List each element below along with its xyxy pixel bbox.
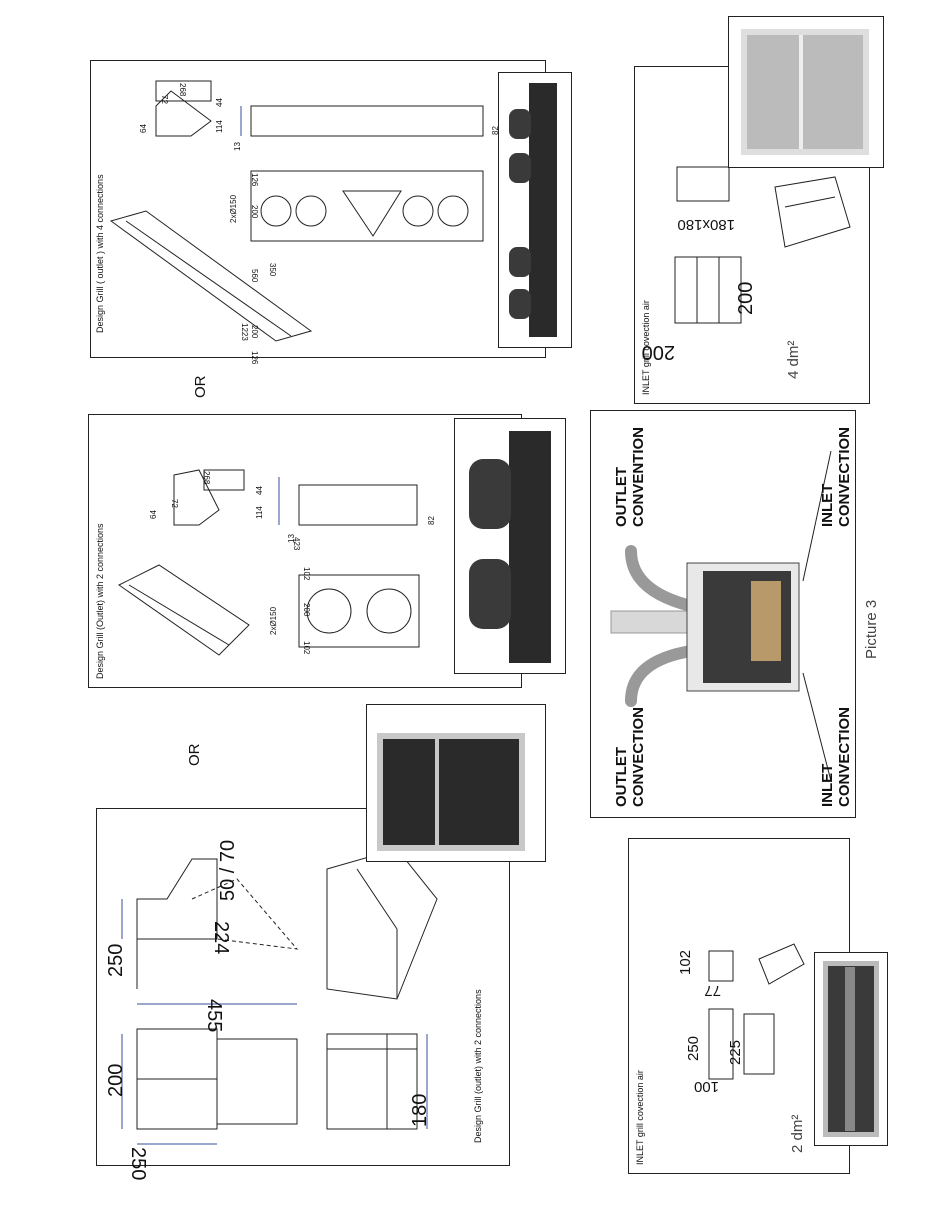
panel-design-grill-2-connections-large: 200 250 224 455 250 50 / 70 180 Design G…: [96, 808, 510, 1180]
caption: Design Grill (outlet) with 2 connections: [473, 989, 483, 1143]
picture-title: Picture 3: [863, 599, 880, 659]
caption: Design Grill (Outlet) with 2 connections: [95, 523, 105, 679]
dim-1223: 1223: [240, 323, 249, 341]
dim-200: 200: [302, 603, 311, 617]
dim-82: 82: [427, 516, 436, 525]
panel-inlet-grill-2dm2: 100 250 225 77 102 2 dm² INLET grill cov…: [628, 838, 850, 1174]
area-2dm2: 2 dm²: [789, 1114, 806, 1153]
dim-268: 268: [202, 471, 211, 485]
dim-50-70: 50 / 70: [217, 839, 239, 901]
or-separator-1: OR: [186, 743, 203, 767]
dim-560: 560: [250, 269, 259, 283]
caption: Design Grill ( outlet ) with 4 connectio…: [95, 174, 105, 333]
photo-inlet-grill-2dm2: [814, 952, 888, 1146]
dim-72: 72: [170, 499, 179, 508]
dim-200: 200: [105, 1063, 127, 1097]
dim-200-right: 200: [250, 325, 259, 339]
dim-44: 44: [255, 486, 264, 495]
technical-drawing-grill-2-connections-small: [118, 469, 420, 656]
caption: INLET grill covection air: [635, 1070, 645, 1165]
dim-102-right: 102: [302, 641, 311, 655]
dim-114: 114: [215, 120, 224, 133]
dim-225: 225: [727, 1039, 744, 1065]
dim-200-left: 200: [250, 205, 259, 219]
panel-design-grill-2-connections: 64 72 268 44 114 13 82 423 2xØ150 102 20…: [88, 414, 522, 688]
dim-64: 64: [149, 510, 158, 519]
dim-250-top: 250: [105, 943, 127, 977]
dim-102-left: 102: [302, 567, 311, 581]
dim-64: 64: [139, 124, 148, 133]
photo-face-grill: [366, 704, 546, 862]
dim-13: 13: [233, 142, 242, 151]
photo-inlet-grill-4dm2: [728, 16, 884, 168]
convection-diagram: [610, 450, 832, 782]
technical-drawing-grill-4-connections: [109, 80, 484, 342]
photo-grill-4-connections: [498, 72, 572, 348]
dim-180: 180: [409, 1093, 431, 1127]
dim-72: 72: [160, 95, 169, 104]
caption: INLET grill covection air: [641, 300, 651, 395]
panel-design-grill-4-connections: 64 72 268 44 114 13 82 1223 2xØ150 126 2…: [90, 60, 546, 364]
area-4dm2: 4 dm²: [785, 340, 802, 379]
dim-200-vertical: 200: [735, 281, 757, 315]
photo-grill-2-connections: [454, 418, 566, 674]
technical-drawing-grill-2-connections: [121, 848, 438, 1145]
technical-drawing-inlet-4dm2: [674, 166, 851, 324]
dim-77: 77: [704, 982, 721, 999]
dim-100: 100: [693, 1078, 719, 1095]
or-separator-2: OR: [192, 375, 209, 399]
dim-224: 224: [210, 921, 232, 955]
dim-268: 268: [178, 83, 187, 97]
dim-250-bottom: 250: [127, 1147, 149, 1181]
dim-2x150: 2xØ150: [269, 606, 278, 635]
dim-102: 102: [677, 949, 694, 975]
dim-423: 423: [292, 537, 301, 551]
dim-250: 250: [685, 1035, 702, 1061]
dim-126-left: 126: [250, 173, 259, 187]
dim-2x150: 2xØ150: [229, 194, 238, 223]
dim-350: 350: [268, 263, 277, 277]
dim-44: 44: [215, 98, 224, 107]
dim-126-right: 126: [250, 351, 259, 365]
technical-drawing-inlet-2dm2: [708, 943, 805, 1080]
dim-114: 114: [255, 506, 264, 519]
dim-180x180: 180x180: [677, 216, 735, 233]
dim-455: 455: [203, 999, 225, 1033]
